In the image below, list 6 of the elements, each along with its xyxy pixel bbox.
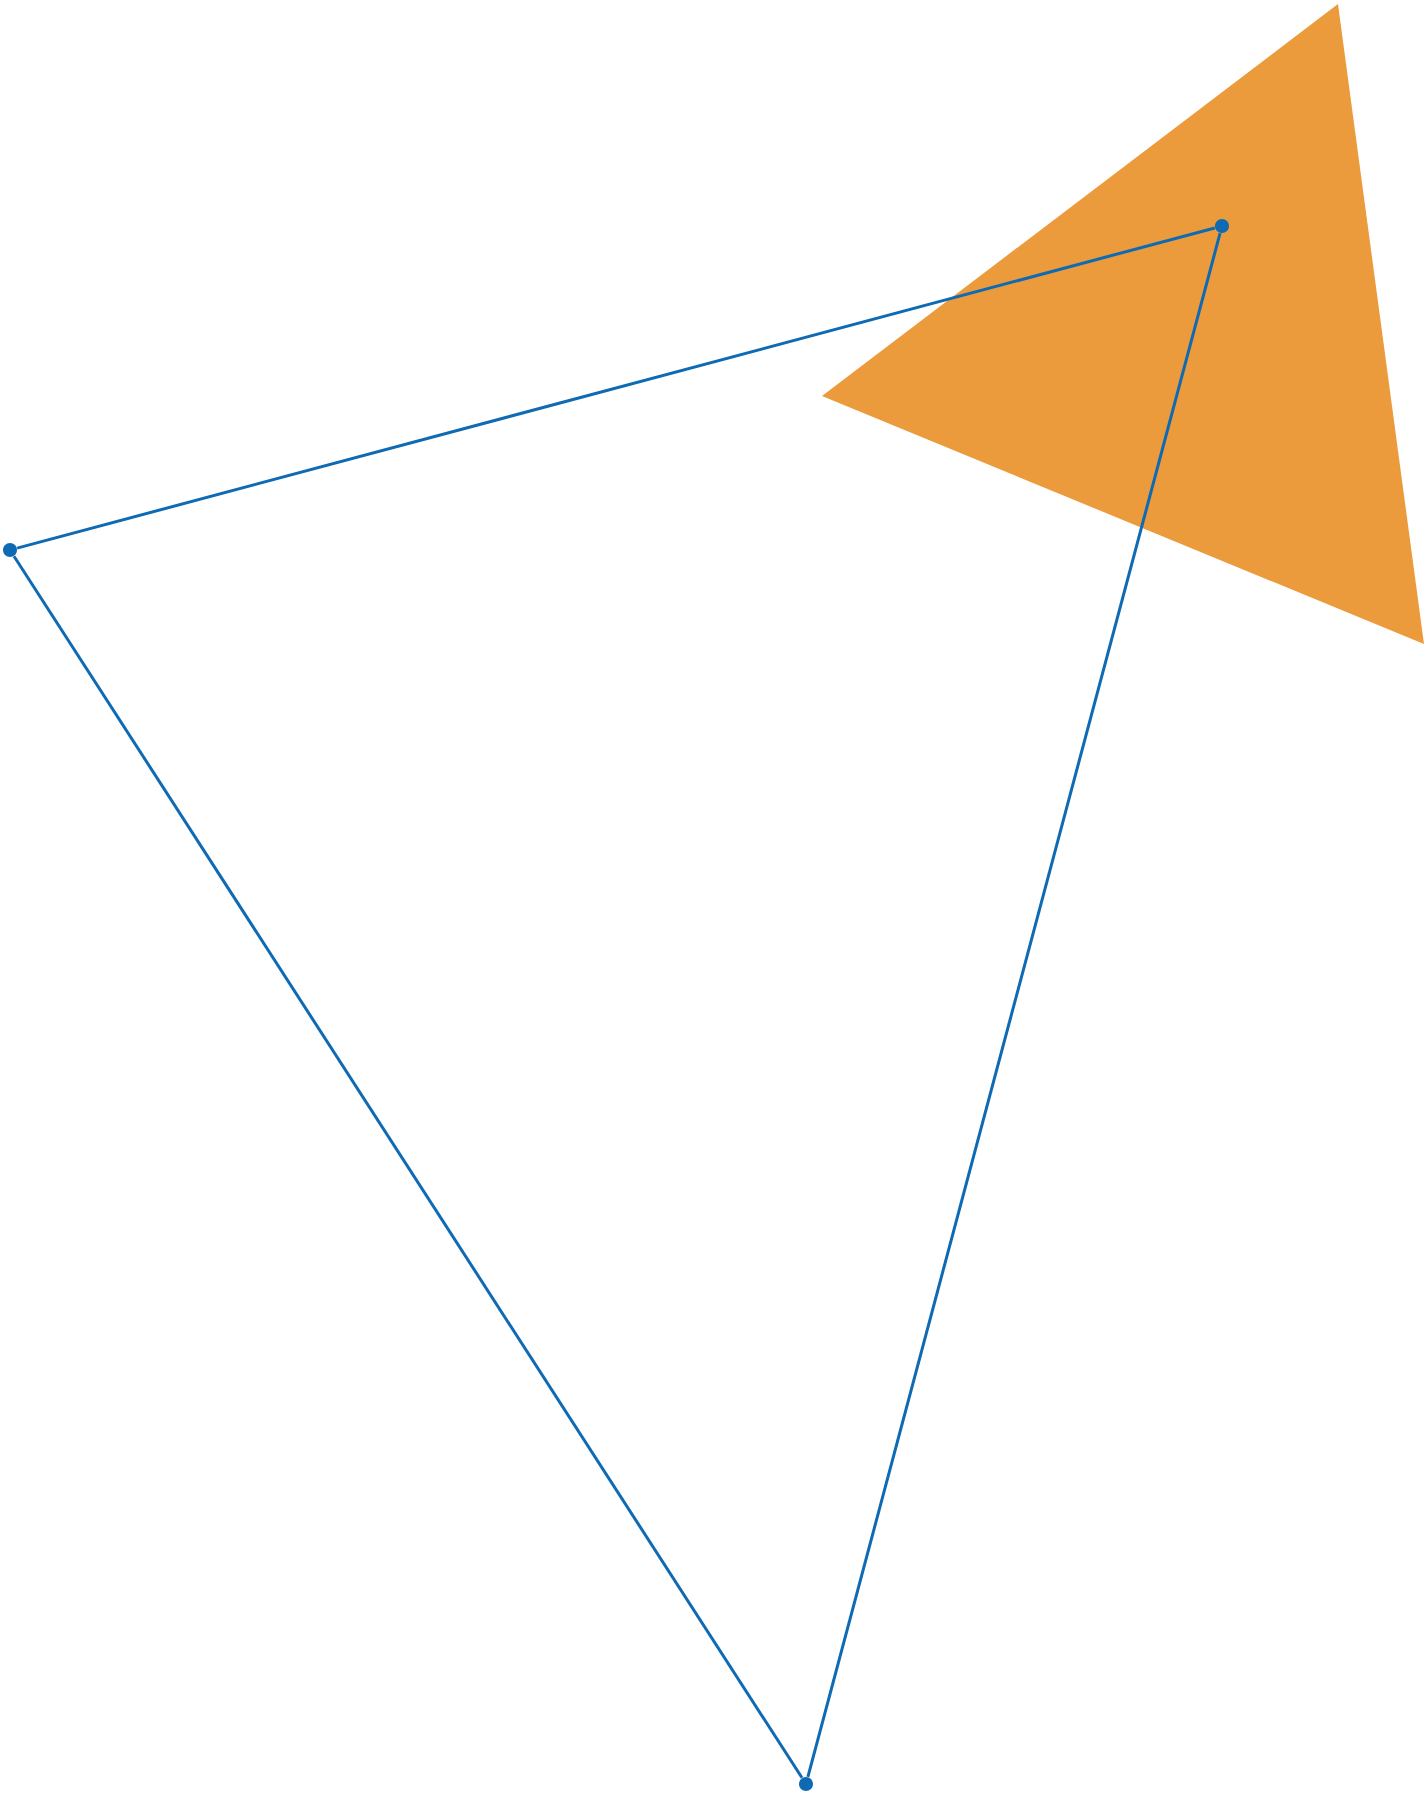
line: [12, 555, 804, 1779]
vertex-dot: [1215, 219, 1229, 233]
vertex-dot: [3, 543, 17, 557]
vertex-dot: [799, 1777, 813, 1791]
line: [16, 226, 1216, 550]
line: [806, 232, 1222, 1778]
